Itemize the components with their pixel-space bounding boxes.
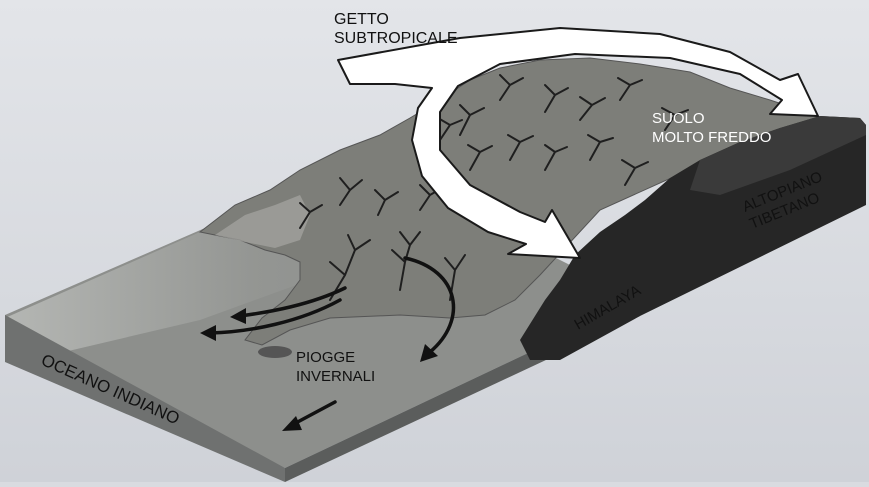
soil-label-line2: MOLTO FREDDO xyxy=(652,129,771,146)
jet-label-line2: SUBTROPICALE xyxy=(334,30,458,47)
soil-label-line1: SUOLO xyxy=(652,110,705,127)
jet-label-line1: GETTO xyxy=(334,11,389,28)
rain-label-line1: PIOGGE xyxy=(296,349,355,366)
island xyxy=(258,346,292,358)
rain-label-line2: INVERNALI xyxy=(296,368,375,385)
